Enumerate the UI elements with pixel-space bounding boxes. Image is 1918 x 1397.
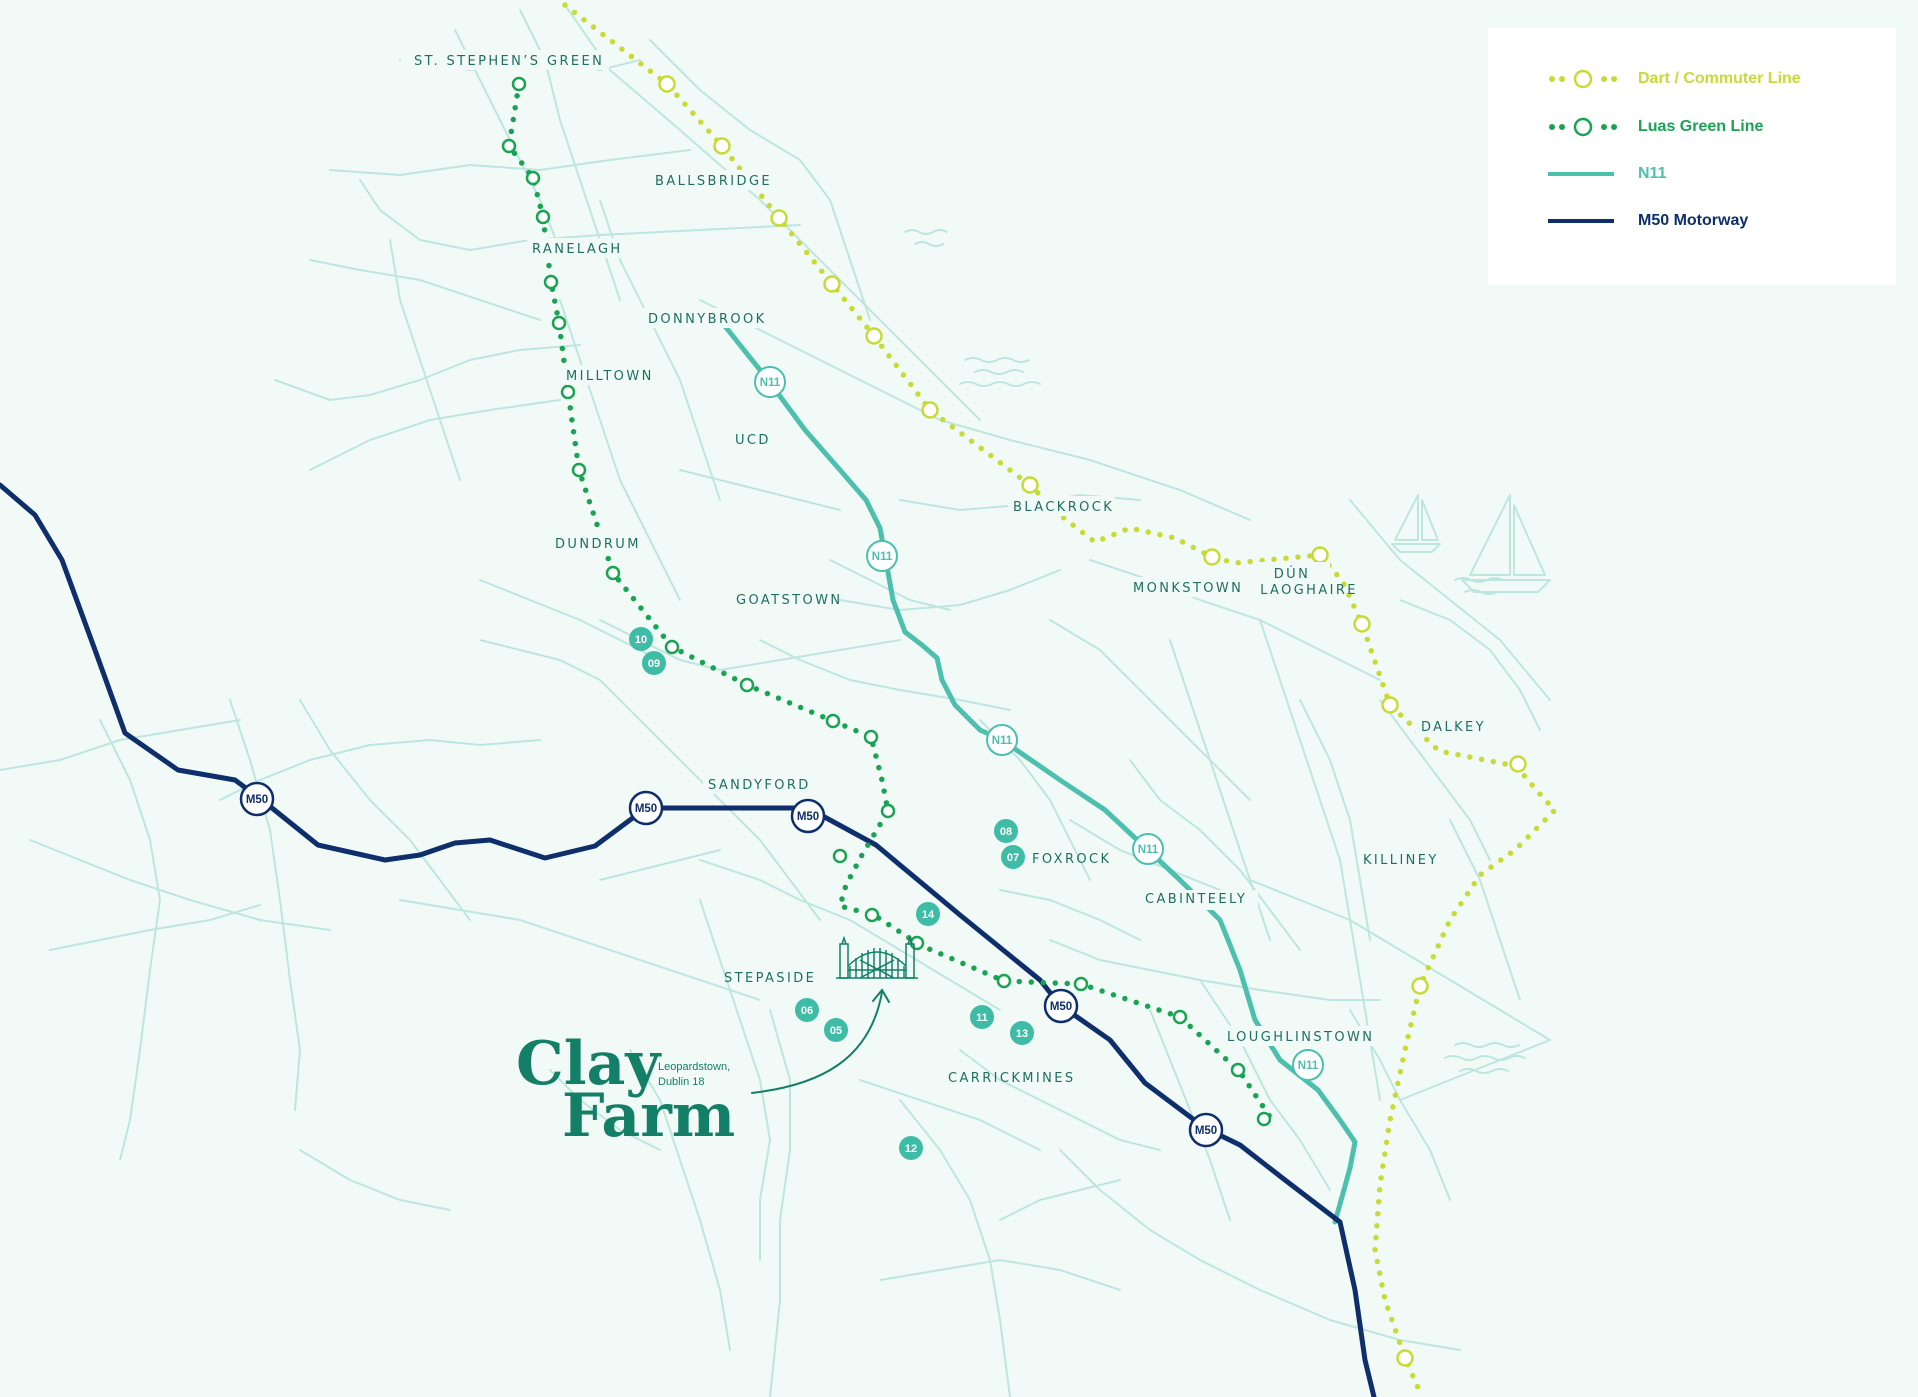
place-label-stepaside: STEPASIDE: [724, 971, 816, 986]
svg-text:11: 11: [976, 1012, 988, 1024]
marker-09: 09: [642, 651, 666, 675]
place-label-donnybrook: DONNYBROOK: [648, 312, 767, 327]
brand-line-1: Clay: [516, 1029, 662, 1099]
place-label-ranelagh: RANELAGH: [532, 242, 623, 257]
svg-text:N11: N11: [760, 377, 781, 389]
m50-shield: M50: [239, 781, 275, 817]
sea-decoration: [904, 229, 1526, 1074]
marker-07: 07: [1001, 845, 1025, 869]
legend-label-luas: Luas Green Line: [1638, 118, 1764, 135]
dart-line-symbol: [1549, 69, 1617, 89]
svg-text:M50: M50: [246, 794, 268, 806]
svg-text:08: 08: [1000, 826, 1012, 838]
m50-shield: M50: [1188, 1112, 1224, 1148]
n11-route: [717, 317, 1358, 1225]
svg-text:12: 12: [905, 1143, 917, 1155]
legend-label-dart: Dart / Commuter Line: [1638, 70, 1801, 87]
m50-shield: M50: [628, 790, 664, 826]
place-label-dun-laoghaire-2: LAOGHAIRE: [1260, 583, 1358, 598]
svg-text:M50: M50: [635, 803, 657, 815]
m50-route: [0, 482, 1377, 1397]
place-label-killiney: KILLINEY: [1363, 853, 1439, 868]
m50-line-symbol: [1548, 219, 1614, 223]
place-label-goatstown: GOATSTOWN: [736, 593, 843, 608]
svg-text:09: 09: [648, 658, 660, 670]
place-label-dundrum: DUNDRUM: [555, 537, 641, 552]
marker-06: 06: [795, 998, 819, 1022]
place-label-dalkey: DALKEY: [1421, 720, 1486, 735]
brand-subtitle-2: Dublin 18: [658, 1076, 704, 1088]
n11-shield: N11: [866, 540, 898, 572]
place-label-dun-laoghaire: DÚN: [1274, 566, 1310, 582]
brand-line-2: Farm: [562, 1081, 735, 1151]
luas-green-line: [501, 76, 1275, 1127]
dart-line: [562, 2, 1559, 1397]
m50-shield: M50: [790, 798, 826, 834]
n11-shield: N11: [986, 724, 1018, 756]
legend-item-dart: Dart / Commuter Line: [1488, 64, 1896, 94]
n11-shield: N11: [754, 366, 786, 398]
svg-text:M50: M50: [1050, 1001, 1072, 1013]
marker-11: 11: [970, 1005, 994, 1029]
svg-text:13: 13: [1016, 1028, 1028, 1040]
place-label-foxrock: FOXROCK: [1032, 852, 1111, 867]
place-label-ucd: UCD: [735, 433, 771, 448]
legend-item-m50: M50 Motorway: [1488, 206, 1896, 236]
pointer-arrow: [751, 988, 890, 1094]
luas-line-symbol: [1549, 117, 1617, 137]
marker-14: 14: [916, 902, 940, 926]
svg-text:N11: N11: [1298, 1060, 1319, 1072]
marker-13: 13: [1010, 1021, 1034, 1045]
place-label-milltown: MILLTOWN: [566, 369, 654, 384]
svg-text:05: 05: [830, 1025, 842, 1037]
svg-text:N11: N11: [872, 551, 893, 563]
place-label-sandyford: SANDYFORD: [708, 778, 811, 793]
place-label-loughlinstown: LOUGHLINSTOWN: [1227, 1030, 1374, 1045]
place-label-carrickmines: CARRICKMINES: [948, 1071, 1076, 1086]
marker-12: 12: [899, 1136, 923, 1160]
svg-text:14: 14: [922, 909, 935, 921]
n11-shield: N11: [1132, 833, 1164, 865]
clay-farm-logo[interactable]: Clay Farm Leopardstown, Dublin 18: [516, 1029, 735, 1151]
legend-item-luas: Luas Green Line: [1488, 112, 1896, 142]
place-label-ballsbridge: BALLSBRIDGE: [655, 174, 772, 189]
svg-text:10: 10: [635, 634, 647, 646]
n11-line-symbol: [1548, 172, 1614, 176]
place-label-cabinteely: CABINTEELY: [1145, 892, 1247, 907]
m50-shield: M50: [1043, 988, 1079, 1024]
marker-05: 05: [824, 1018, 848, 1042]
marker-10: 10: [629, 627, 653, 651]
n11-shield: N11: [1292, 1049, 1324, 1081]
legend-label-n11: N11: [1638, 165, 1667, 182]
svg-text:N11: N11: [1138, 844, 1159, 856]
brand-subtitle-1: Leopardstown,: [658, 1061, 730, 1073]
place-label-blackrock: BLACKROCK: [1013, 500, 1114, 515]
svg-text:M50: M50: [1195, 1125, 1217, 1137]
svg-text:07: 07: [1007, 852, 1019, 864]
legend: Dart / Commuter Line Luas Green Line N11…: [1488, 28, 1896, 285]
legend-item-n11: N11: [1488, 159, 1896, 189]
sailboat-icon: [1391, 494, 1551, 593]
legend-label-m50: M50 Motorway: [1638, 212, 1749, 229]
place-label-st-stephens-green: ST. STEPHEN’S GREEN: [414, 54, 604, 69]
marker-08: 08: [994, 819, 1018, 843]
svg-text:06: 06: [801, 1005, 813, 1017]
svg-text:M50: M50: [797, 811, 819, 823]
place-label-monkstown: MONKSTOWN: [1133, 581, 1243, 596]
gate-icon: [836, 935, 918, 979]
svg-text:N11: N11: [992, 735, 1013, 747]
